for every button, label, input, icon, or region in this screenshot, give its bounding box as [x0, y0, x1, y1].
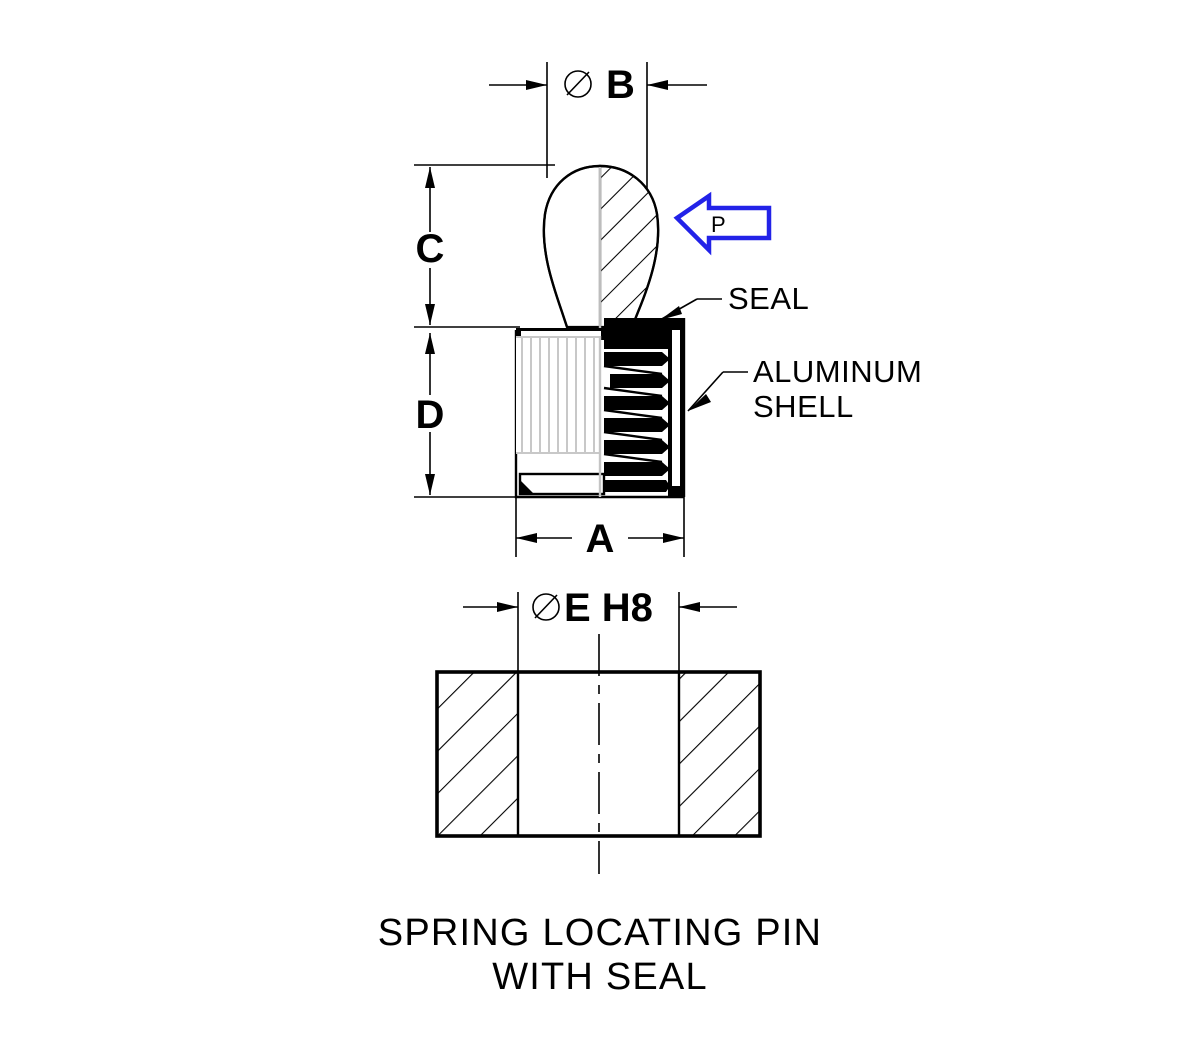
spring-coil-link-4: [603, 430, 663, 442]
shell-top-rim-left-groove: [521, 331, 601, 336]
diameter-symbol-icon-E: [532, 593, 560, 621]
diameter-symbol-icon-B: [564, 70, 592, 98]
hole-section-right-wall-hatch: [679, 672, 760, 836]
shell-bottom-plate-corner: [520, 480, 534, 494]
pin-head-left-edge: [542, 164, 601, 328]
spring-section-view: [603, 352, 670, 492]
leader-aluminum-shell: ALUMINUM SHELL: [687, 354, 922, 424]
drawing-title: SPRING LOCATING PIN WITH SEAL: [378, 912, 822, 998]
drawing-title-line1: SPRING LOCATING PIN: [378, 912, 822, 954]
dimension-B: B: [489, 62, 707, 250]
mounting-hole-section-view: E H8: [435, 586, 762, 874]
pin-head-section-hatch: [600, 166, 659, 327]
spring-coil-section-2: [610, 374, 670, 388]
spring-coil-section-6: [604, 462, 670, 476]
dimension-E-arrowhead-left: [497, 602, 518, 612]
spring-coil-section-7: [604, 480, 670, 492]
dimension-D-arrowhead-bottom: [425, 474, 435, 495]
spring-outside-view: [516, 336, 600, 454]
force-arrow-P: P: [673, 191, 772, 256]
dimension-C-arrowhead-top: [425, 167, 435, 188]
dimension-C-label: C: [416, 227, 445, 271]
dimension-A-arrowhead-right: [663, 533, 684, 543]
dimension-A-label: A: [586, 517, 615, 561]
dimension-D-label: D: [416, 393, 445, 437]
force-arrow-shape: [673, 191, 772, 256]
leader-aluminum-shell-label-line2: SHELL: [753, 389, 854, 424]
spring-coil-link-2: [603, 386, 663, 398]
leader-seal-label: SEAL: [728, 281, 809, 316]
spring-coil-link-1: [603, 364, 663, 376]
seal-lip: [604, 342, 676, 349]
force-arrow-label: P: [711, 212, 726, 237]
dimension-E: E H8: [463, 586, 737, 672]
dimension-E-arrowhead-right: [679, 602, 700, 612]
leader-aluminum-shell-arrowhead: [688, 394, 711, 411]
spring-coil-section-3: [604, 396, 670, 410]
leader-seal-arrowhead: [660, 306, 682, 320]
dimension-B-label: B: [606, 63, 635, 107]
dimension-B-arrowhead-right: [647, 80, 668, 90]
spring-coil-link-5: [603, 452, 663, 464]
spring-coil-section-1: [604, 352, 670, 366]
shell-bottom-plate: [518, 472, 606, 496]
dimension-D: D: [414, 333, 520, 498]
dimension-A: A: [515, 497, 685, 561]
shell-right-wall-inner-gap: [672, 330, 680, 486]
drawing-title-line2: WITH SEAL: [492, 956, 708, 998]
aluminum-shell-assembly: [514, 318, 686, 499]
diameter-symbol-slash-E: [534, 594, 558, 619]
dimension-D-arrowhead-top: [425, 333, 435, 354]
leader-aluminum-shell-line-slanted: [687, 371, 724, 412]
dimension-C-arrowhead-bottom: [425, 304, 435, 325]
leader-aluminum-shell-label-line1: ALUMINUM: [753, 354, 922, 389]
spring-coil-section-5: [604, 440, 670, 454]
spring-coil-section-4: [604, 418, 670, 432]
spring-coil-link-3: [603, 408, 663, 420]
dimension-B-arrowhead-left: [526, 80, 547, 90]
diameter-symbol-slash-B: [566, 71, 590, 96]
leader-seal: SEAL: [659, 281, 809, 321]
sectional-elevation-view: B C D: [414, 62, 922, 561]
dimension-A-arrowhead-left: [516, 533, 537, 543]
pin-head-right-edge: [599, 164, 660, 328]
pin-head: [542, 164, 660, 330]
seal-body: [604, 318, 676, 342]
hole-section-left-wall-hatch: [437, 672, 518, 836]
dimension-C: C: [414, 164, 555, 328]
dimension-E-label: E H8: [564, 586, 653, 630]
